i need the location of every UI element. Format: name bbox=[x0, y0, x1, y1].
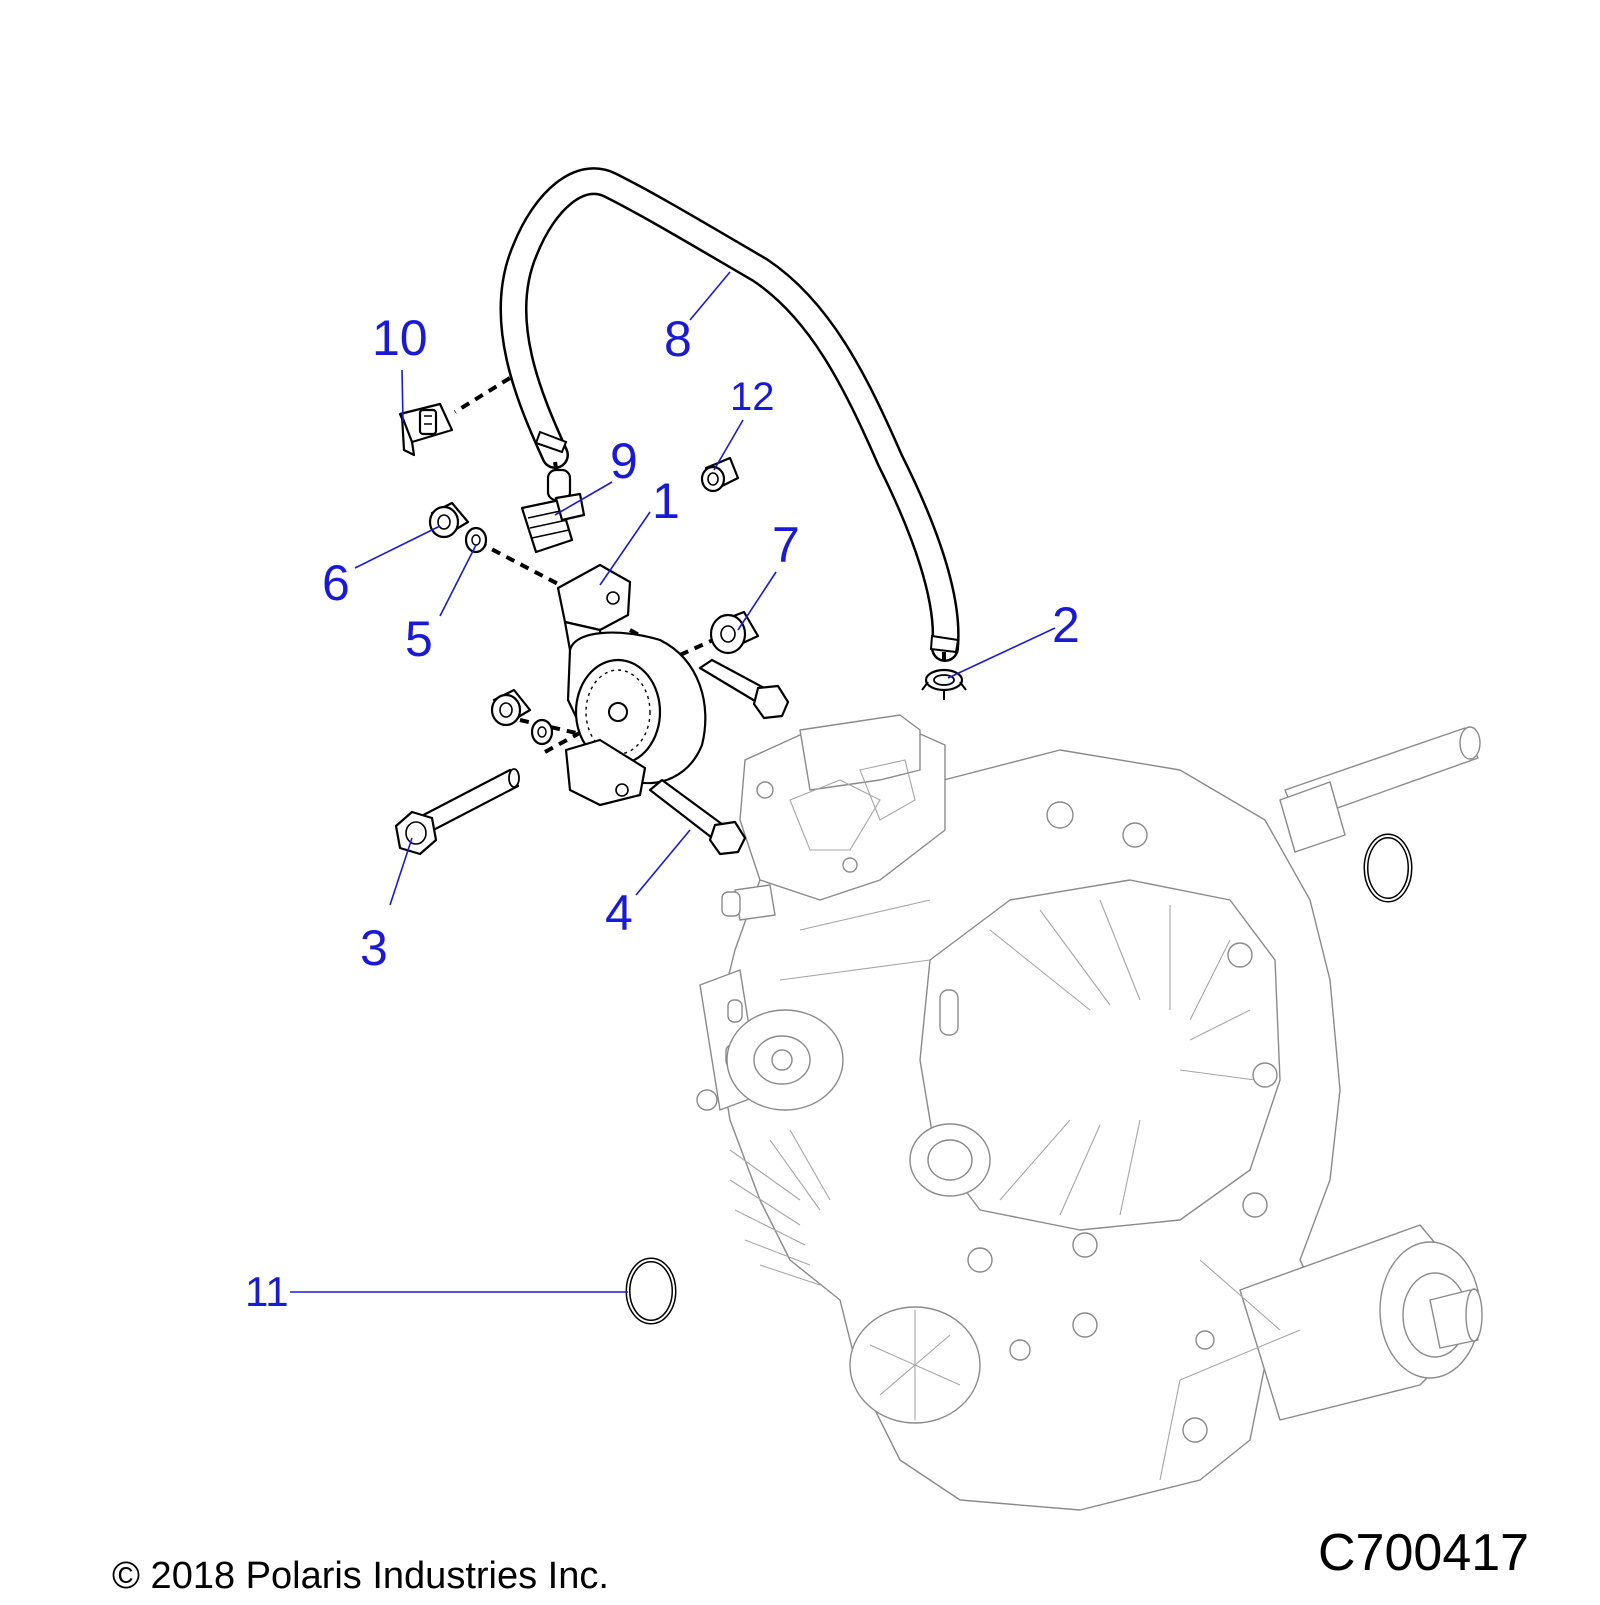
o-ring-output-shaft bbox=[1363, 833, 1413, 903]
callout-1: 1 bbox=[652, 473, 680, 529]
callout-6: 6 bbox=[322, 555, 350, 611]
callouts: 1 2 3 4 5 6 7 8 9 10 11 12 bbox=[245, 310, 1080, 1315]
hose-clamp bbox=[921, 652, 967, 700]
figure-id: C700417 bbox=[1318, 1524, 1529, 1582]
bolt-long-left bbox=[394, 768, 520, 856]
bolt-lower-right bbox=[648, 778, 747, 856]
callout-10: 10 bbox=[372, 310, 428, 366]
lock-washer-upper bbox=[464, 526, 488, 554]
breather-fitting bbox=[520, 461, 586, 554]
callout-3: 3 bbox=[360, 920, 388, 976]
callout-2: 2 bbox=[1052, 597, 1080, 653]
flange-nut-lower bbox=[490, 688, 532, 727]
lock-washer-lower bbox=[530, 718, 554, 746]
callout-7: 7 bbox=[772, 517, 800, 573]
flange-nut-upper bbox=[428, 501, 470, 539]
copyright-notice: © 2018 Polaris Industries Inc. bbox=[112, 1555, 609, 1597]
callout-4: 4 bbox=[605, 885, 633, 941]
wire-connector bbox=[398, 376, 512, 457]
o-ring-lower bbox=[625, 1257, 677, 1325]
gearcase-housing bbox=[696, 714, 1483, 1511]
callout-12: 12 bbox=[730, 375, 775, 419]
callout-8: 8 bbox=[664, 311, 692, 367]
callout-9: 9 bbox=[610, 433, 638, 489]
callout-11: 11 bbox=[245, 1268, 289, 1315]
spacer-grommet bbox=[709, 610, 760, 655]
bolt-upper bbox=[698, 658, 790, 720]
spacer-bushing bbox=[700, 456, 740, 493]
actuator-body bbox=[556, 563, 707, 807]
breather-hose bbox=[499, 167, 960, 662]
leader-lines bbox=[290, 271, 1056, 1293]
callout-5: 5 bbox=[405, 611, 433, 667]
